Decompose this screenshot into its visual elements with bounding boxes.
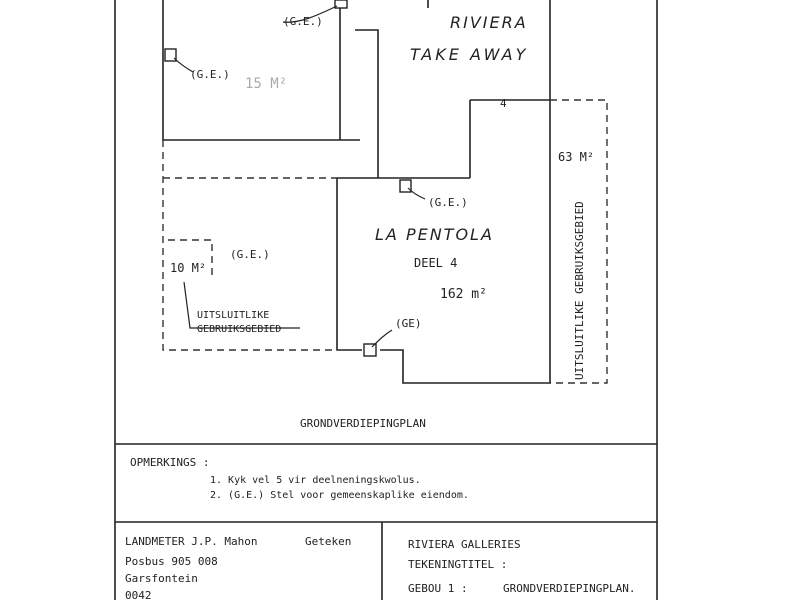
- drawn-by: Geteken: [305, 535, 351, 548]
- plan-caption: GRONDVERDIEPINGPLAN: [300, 417, 426, 430]
- exclusive-use-boundaries: [162, 99, 608, 384]
- address-line-2: Garsfontein: [125, 572, 198, 585]
- top-left-area: 15 M²: [245, 76, 287, 92]
- leader-lines: [173, 5, 426, 348]
- note-item-2: 2. (G.E.) Stel voor gemeenskaplike eiend…: [210, 490, 469, 501]
- notes-heading: OPMERKINGS :: [130, 456, 209, 469]
- address-line-1: Posbus 905 008: [125, 555, 218, 568]
- ge-label-door: (GE): [395, 317, 422, 330]
- riviera-unit-number: 4: [500, 97, 507, 110]
- pentola-deel: DEEL 4: [414, 256, 457, 270]
- plan-title: GRONDVERDIEPINGPLAN.: [503, 582, 635, 595]
- right-use-label: UITSLUITLIKE GEBRUIKSGEBIED: [573, 201, 586, 380]
- sheet-border: [114, 0, 658, 600]
- address-line-3: 0042: [125, 589, 152, 600]
- right-area: 63 M²: [558, 150, 594, 164]
- riviera-name: RIVIERA: [450, 13, 528, 32]
- building-label: GEBOU 1 :: [408, 582, 468, 595]
- ge-label-pentola: (G.E.): [428, 196, 468, 209]
- ge-label-top: (G.E.): [283, 15, 323, 28]
- riviera-sub: TAKE AWAY: [410, 45, 528, 64]
- drawing-title-label: TEKENINGTITEL :: [408, 558, 507, 571]
- ge-label-center: (G.E.): [230, 248, 270, 261]
- pentola-area: 162 m²: [440, 287, 487, 302]
- ge-label-left: (G.E.): [190, 68, 230, 81]
- ge-markers: [164, 0, 412, 357]
- left-area: 10 M²: [170, 261, 206, 275]
- left-use-label-2: GEBRUIKSGEBIED: [197, 324, 281, 335]
- pentola-name: LA PENTOLA: [375, 225, 494, 244]
- surveyor: LANDMETER J.P. Mahon: [125, 535, 257, 548]
- note-item-1: 1. Kyk vel 5 vir deelneningskwolus.: [210, 475, 421, 486]
- project-name: RIVIERA GALLERIES: [408, 538, 521, 551]
- left-use-label-1: UITSLUITLIKE: [197, 310, 269, 321]
